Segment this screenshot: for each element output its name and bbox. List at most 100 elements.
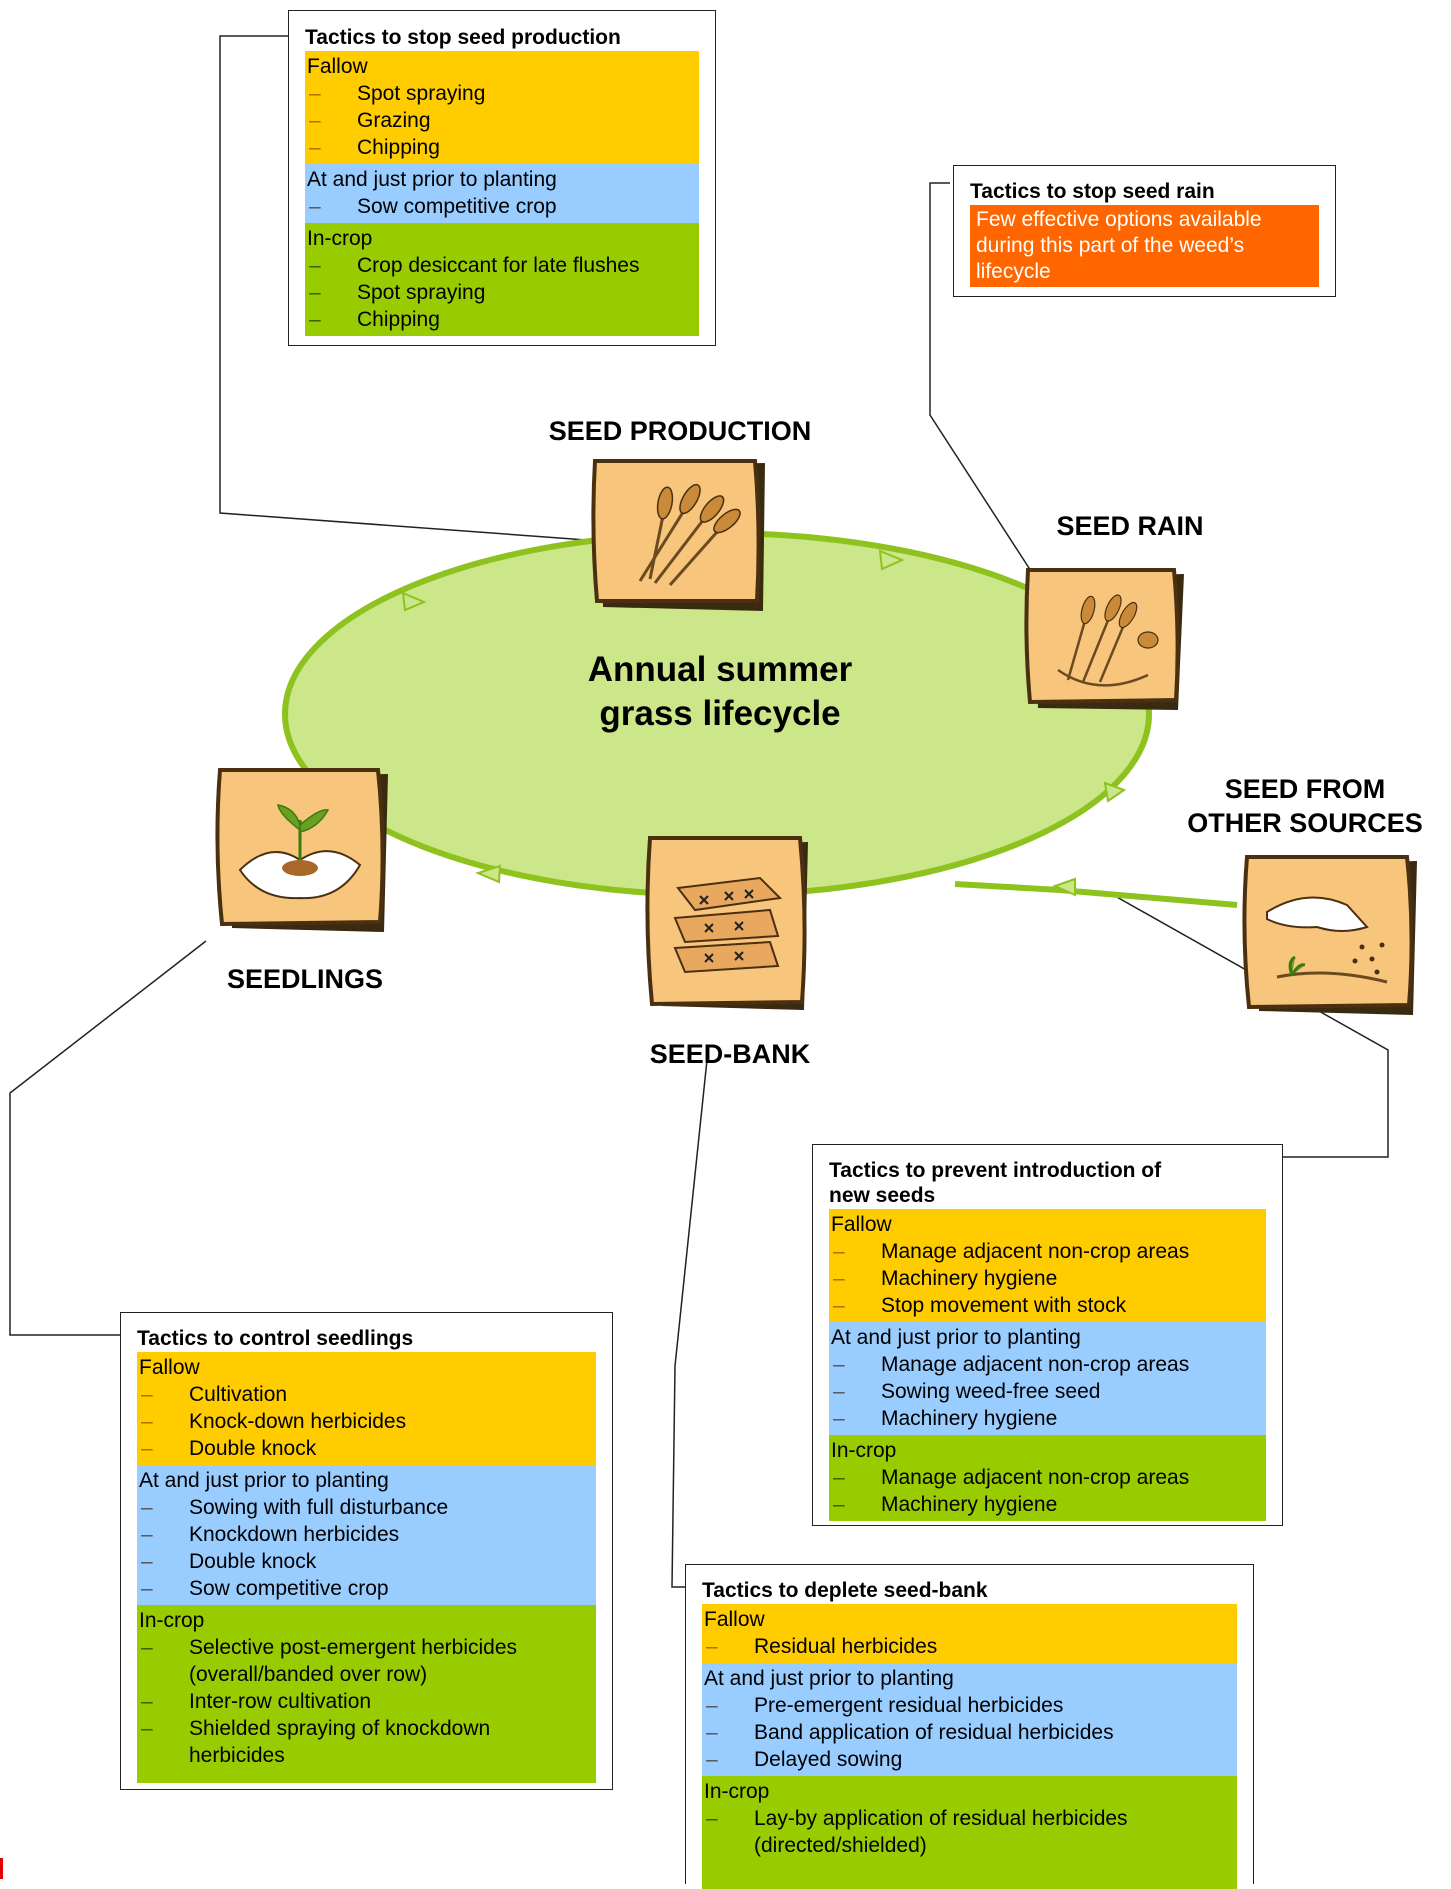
flow-arrow (878, 549, 905, 571)
flow-arrow (1103, 781, 1127, 803)
tactics-box-seedbank: Tactics to deplete seed-bank Fallow –Res… (685, 1564, 1254, 1889)
item-text: Lay-by application of residual herbicide… (754, 1807, 1128, 1830)
list-item: –Grazing (307, 107, 697, 134)
section-in-crop: In-crop – Lay-by application of residual … (702, 1776, 1237, 1889)
center-title: Annual summer grass lifecycle (520, 648, 920, 736)
stage-label-seed-other-sources: SEED FROM OTHER SOURCES (1160, 772, 1450, 840)
dash-bullet: – (833, 1380, 845, 1403)
section-heading: Fallow (704, 1608, 765, 1631)
dash-bullet (139, 1742, 189, 1769)
item-text: Manage adjacent non-crop areas (881, 1240, 1190, 1263)
item-text: (directed/shielded) (754, 1834, 927, 1857)
item-text: Knockdown herbicides (189, 1523, 400, 1546)
item-text: Double knock (189, 1437, 317, 1460)
section-fallow: Fallow – Manage adjacent non-crop areas –… (829, 1209, 1266, 1322)
item-text: Manage adjacent non-crop areas (881, 1353, 1190, 1376)
section-heading: In-crop (307, 227, 373, 250)
wheat-bundle-icon (591, 459, 765, 611)
list-item: –Knock-down herbicides (139, 1408, 594, 1435)
dash-bullet: – (309, 195, 321, 218)
item-text: Sow competitive crop (357, 195, 557, 218)
item-text: Manage adjacent non-crop areas (881, 1466, 1190, 1489)
section-in-crop: In-crop –Manage adjacent non-crop areas … (829, 1435, 1266, 1521)
section-planting: At and just prior to planting – Manage ad… (829, 1322, 1266, 1435)
section-heading: Fallow (307, 55, 368, 78)
list-item: –Sow competitive crop (139, 1575, 594, 1602)
section-in-crop: In-crop –Selective post-emergent herbici… (137, 1605, 596, 1783)
list-item: – Knockdown herbicides (139, 1521, 594, 1548)
list-item: (directed/shielded) (704, 1832, 1235, 1859)
list-item: –Machinery hygiene (831, 1491, 1264, 1518)
list-item: – Sow competitive crop (307, 193, 697, 220)
section-heading: Fallow (831, 1213, 892, 1236)
flow-arrow (475, 864, 502, 884)
item-text: Chipping (357, 308, 440, 331)
dash-bullet: – (141, 1437, 153, 1460)
list-item: –Double knock (139, 1548, 594, 1575)
section-heading: In-crop (704, 1780, 770, 1803)
box-title-line: new seeds (829, 1184, 936, 1207)
list-item: herbicides (139, 1742, 594, 1769)
section-heading: At and just prior to planting (831, 1326, 1081, 1349)
list-item: – Manage adjacent non-crop areas (831, 1238, 1264, 1265)
list-item: –Selective post-emergent herbicides (139, 1634, 594, 1661)
item-text: herbicides (189, 1744, 285, 1767)
dash-bullet: – (706, 1748, 718, 1771)
dash-bullet: – (141, 1523, 153, 1546)
connector-seed-rain (929, 182, 1041, 586)
dash-bullet: – (706, 1807, 718, 1830)
tactics-box-seed-rain: Tactics to stop seed rain Few effective … (953, 165, 1336, 297)
section-planting: At and just prior to planting –Pre-emerg… (702, 1663, 1237, 1776)
list-item: –Residual herbicides (704, 1633, 1235, 1660)
note-line: Few effective options available (976, 208, 1262, 231)
section-heading: In-crop (831, 1439, 897, 1462)
stage-label-seedlings: SEEDLINGS (226, 964, 384, 994)
dash-bullet: – (141, 1383, 153, 1406)
item-text: Machinery hygiene (881, 1267, 1058, 1290)
list-item: –Crop desiccant for late flushes (307, 252, 697, 279)
note-line: lifecycle (976, 260, 1051, 283)
dash-bullet: – (309, 281, 321, 304)
list-item: – Manage adjacent non-crop areas (831, 1464, 1264, 1491)
item-text: Selective post-emergent herbicides (189, 1636, 518, 1659)
section-note: Few effective options available during t… (970, 205, 1319, 287)
stage-label-line: OTHER SOURCES (1187, 808, 1423, 838)
tactics-box-seedlings: Tactics to control seedlings Fallow –Cul… (120, 1312, 613, 1790)
stage-label-seed-production: SEED PRODUCTION (548, 416, 812, 446)
list-item: –Pre-emergent residual herbicides (704, 1692, 1235, 1719)
dash-bullet (139, 1661, 189, 1688)
dash-bullet (704, 1832, 754, 1859)
dash-bullet: – (141, 1577, 153, 1600)
section-in-crop: In-crop –Crop desiccant for late flushes… (305, 223, 699, 336)
dash-bullet: – (833, 1240, 845, 1263)
list-item: (overall/banded over row) (139, 1661, 594, 1688)
center-title-line: Annual summer (587, 650, 853, 689)
dash-bullet: – (706, 1635, 718, 1658)
list-item: –Band application of residual herbicides (704, 1719, 1235, 1746)
dash-bullet: – (833, 1267, 845, 1290)
list-item: –Delayed sowing (704, 1746, 1235, 1773)
section-planting: At and just prior to planting –Sowing wi… (137, 1465, 596, 1605)
dash-bullet: – (309, 254, 321, 277)
list-item: –Stop movement with stock (831, 1292, 1264, 1319)
box-title: Tactics to prevent introduction of new s… (829, 1158, 1266, 1208)
list-item: – Double knock (139, 1435, 594, 1462)
item-text: Shielded spraying of knockdown (189, 1717, 491, 1740)
list-item: –Chipping (307, 134, 697, 161)
list-item: –Spot spraying (307, 80, 697, 107)
dash-bullet: – (833, 1466, 845, 1489)
box-title-line: Tactics to prevent introduction of (829, 1159, 1162, 1182)
stage-label-line: SEED FROM (1224, 774, 1386, 804)
dash-bullet: – (141, 1496, 153, 1519)
note-line: during this part of the weed’s (976, 234, 1245, 257)
list-item: –Chipping (307, 306, 697, 333)
item-text: Grazing (357, 109, 431, 132)
dash-bullet: – (833, 1407, 845, 1430)
section-heading: In-crop (139, 1609, 205, 1632)
hand-sowing-seeds-icon (1242, 855, 1417, 1015)
dash-bullet: – (141, 1690, 153, 1713)
box-title: Tactics to control seedlings (137, 1327, 414, 1350)
section-heading: At and just prior to planting (307, 168, 557, 191)
tactics-box-seed-production: Tactics to stop seed production Fallow –… (288, 10, 716, 346)
